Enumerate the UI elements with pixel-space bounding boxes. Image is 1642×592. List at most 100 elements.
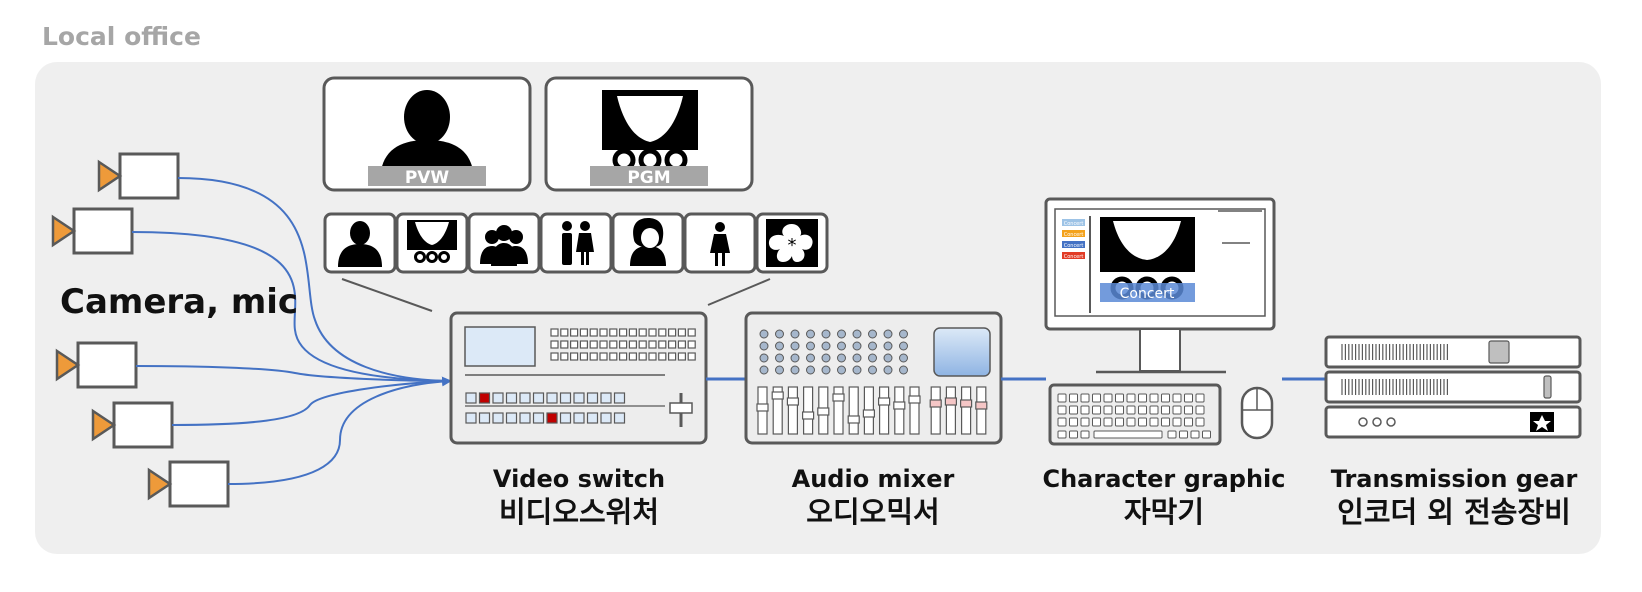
mixer-knob (883, 365, 893, 375)
group-icon (480, 225, 528, 266)
key (1126, 405, 1136, 415)
fader-knob (832, 393, 845, 402)
multiview-tiles: * (323, 212, 829, 274)
location-title: Local office (42, 22, 201, 51)
key (1184, 405, 1193, 415)
key (1195, 405, 1205, 415)
switcher-key (618, 352, 628, 361)
tally-button (546, 412, 558, 424)
mixer-knob (899, 341, 908, 351)
pgm-label: PGM (627, 168, 670, 188)
audio-mixer (744, 311, 1003, 445)
mixer-knob (899, 329, 908, 339)
switcher-key (658, 352, 667, 361)
fader-knob (893, 401, 906, 410)
mixer-knob (806, 353, 815, 363)
switcher-key (589, 328, 598, 337)
character-graphic-label: Character graphic 자막기 (1032, 464, 1296, 530)
switcher-key (569, 352, 579, 361)
bus-button (559, 412, 572, 424)
fader-knob (929, 399, 942, 408)
switcher-key (599, 352, 608, 361)
graphic-list-chip (1062, 241, 1085, 248)
key (1126, 393, 1136, 403)
switcher-key (560, 352, 569, 361)
switcher-key (638, 352, 647, 361)
key (1069, 430, 1078, 439)
fader-track (787, 386, 799, 435)
bus-button (505, 412, 518, 424)
switcher-key (638, 328, 647, 337)
camera-cables (131, 177, 452, 485)
fader-track (772, 386, 783, 435)
fader-knob (817, 407, 830, 416)
switcher-key (667, 340, 677, 349)
mixer-knob (806, 365, 815, 375)
fader-knob (847, 415, 860, 424)
key (1138, 405, 1147, 415)
woman-figure-icon (710, 222, 730, 266)
key (1161, 393, 1170, 403)
bus-button (465, 392, 477, 404)
fader-knob (801, 411, 815, 420)
fader-knob (786, 397, 800, 406)
fader-knob (756, 403, 769, 412)
fader-track (976, 386, 987, 435)
switcher-key (628, 352, 638, 361)
person-silhouette-icon (338, 221, 382, 267)
fader-knob (908, 395, 921, 404)
key (1069, 417, 1078, 427)
mixer-knob (806, 329, 815, 339)
couple-icon (562, 221, 594, 265)
switcher-key (618, 340, 628, 349)
mixer-knob (868, 353, 877, 363)
key (1069, 393, 1078, 403)
switcher-key (658, 340, 667, 349)
graphic-list-item: Concert (1064, 232, 1084, 238)
switcher-key (628, 328, 638, 337)
pvw-label: PVW (405, 168, 450, 188)
switcher-key (687, 352, 696, 361)
audio-mixer-label-ko: 오디오믹서 (806, 495, 940, 529)
switcher-key (667, 328, 677, 337)
key (1069, 405, 1078, 415)
bus-button (613, 392, 626, 404)
key (1161, 405, 1170, 415)
key (1057, 417, 1067, 427)
graphic-list-chip (1062, 230, 1085, 237)
key (1057, 405, 1067, 415)
mixer-knob (759, 341, 769, 351)
mixer-knob (868, 341, 877, 351)
key (1115, 393, 1124, 403)
fader-track (945, 386, 957, 435)
key (1103, 405, 1113, 415)
bus-button (478, 412, 491, 424)
key (1172, 393, 1182, 403)
key (1167, 430, 1177, 439)
mixer-knob (775, 329, 784, 339)
camera-1 (97, 152, 180, 200)
switcher-key (579, 340, 589, 349)
key (1190, 430, 1200, 439)
key (1080, 430, 1090, 439)
key (1092, 393, 1101, 403)
key (1115, 405, 1124, 415)
bus-button (492, 412, 504, 424)
bus-button (519, 392, 531, 404)
fader-knob (975, 401, 988, 410)
switcher-key (599, 340, 608, 349)
key (1115, 417, 1124, 427)
bus-button (505, 392, 518, 404)
mixer-knob (821, 353, 831, 363)
svg-text:*: * (788, 235, 797, 256)
mouse-icon (1240, 386, 1274, 440)
transmission-gear-label: Transmission gear 인코더 외 전송장비 (1312, 464, 1596, 530)
fader-track (833, 386, 844, 435)
camera-mic-label: Camera, mic (60, 282, 299, 322)
switcher-key (589, 340, 598, 349)
key (1149, 405, 1159, 415)
mixer-knob (790, 365, 800, 375)
mixer-knob (821, 329, 831, 339)
mixer-knob (821, 341, 831, 351)
